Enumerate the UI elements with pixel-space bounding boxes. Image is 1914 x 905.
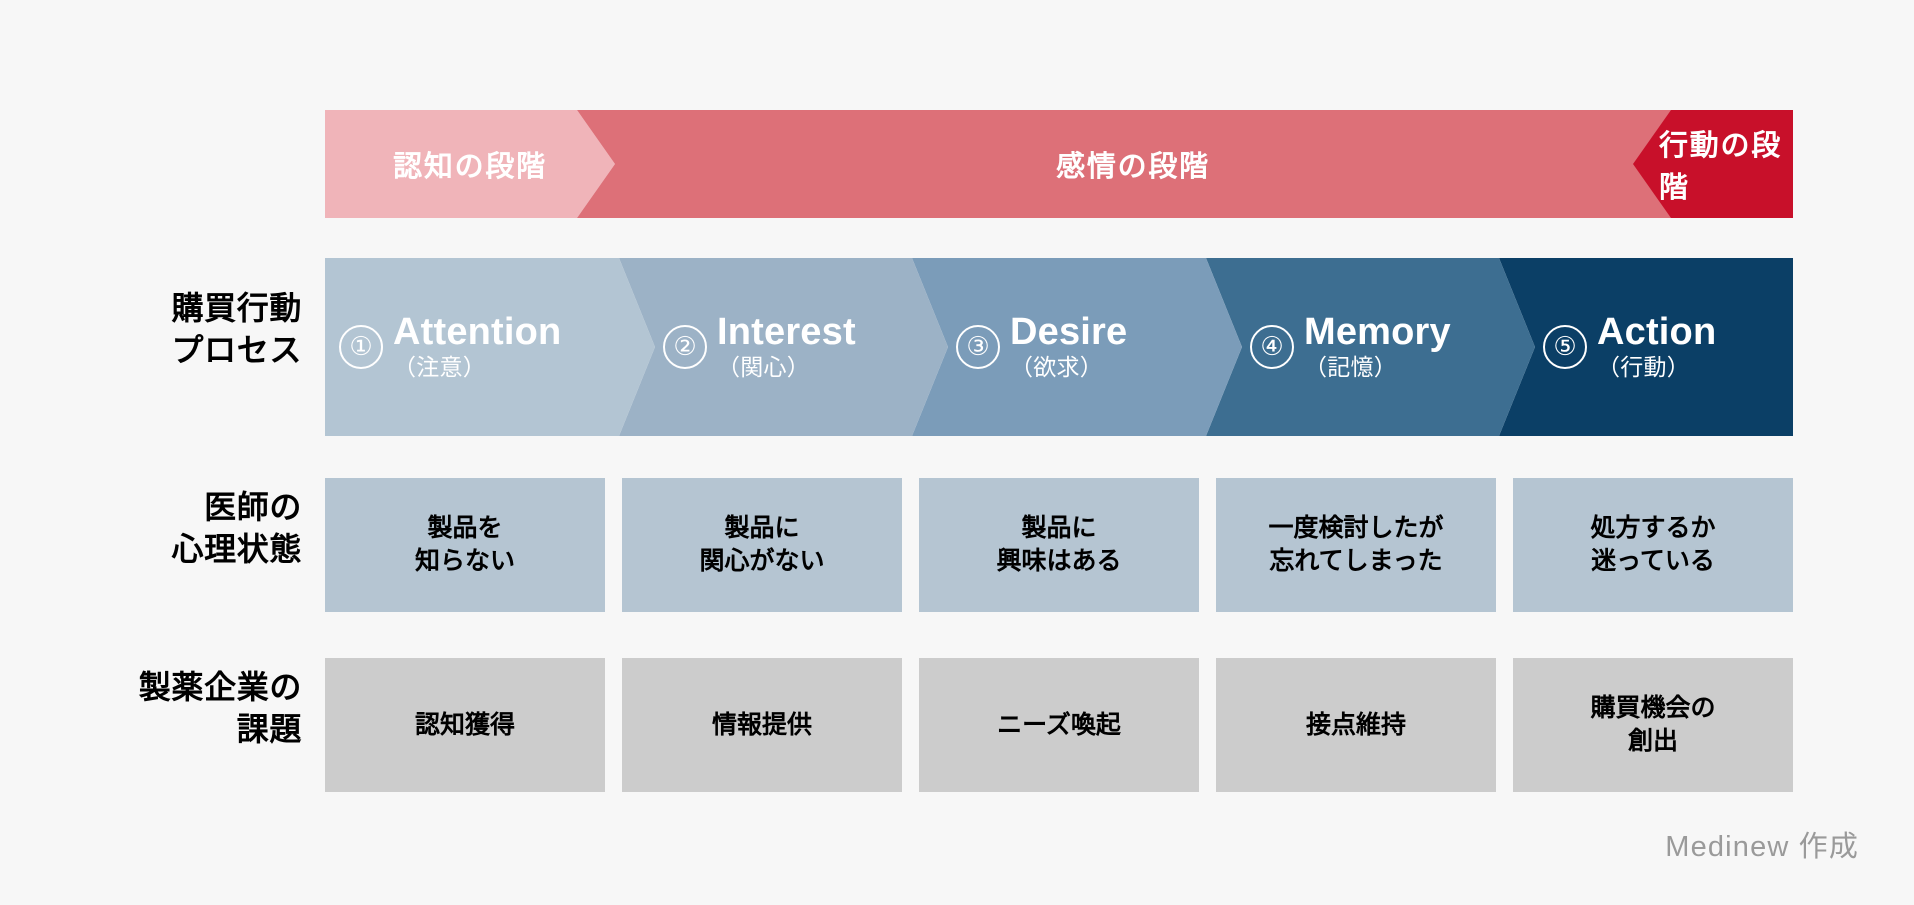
aidma-step-ja-5: （行動）	[1597, 354, 1690, 381]
aidma-step-interest[interactable]: ② Interest （関心）	[619, 258, 948, 436]
aidma-step-ja-4: （記憶）	[1304, 354, 1397, 381]
row-label-doctor-psychological-state: 医師の 心理状態	[171, 489, 302, 567]
row-label-pharma-company-challenge: 製薬企業の 課題	[138, 669, 302, 747]
psychological-state-box-3: 製品に 興味はある	[919, 478, 1199, 612]
aidma-step-action[interactable]: ⑤ Action （行動）	[1499, 258, 1793, 436]
psychological-state-box-4: 一度検討したが 忘れてしまった	[1216, 478, 1496, 612]
aidma-step-memory[interactable]: ④ Memory （記憶）	[1206, 258, 1535, 436]
aidma-step-number-3: ③	[956, 325, 1000, 369]
stage-band-cell-action	[1633, 110, 1793, 218]
stage-band-label-action: 行動の段階	[1659, 130, 1782, 204]
pharma-company-challenge-row: 認知獲得 情報提供 ニーズ喚起 接点維持 購買機会の 創出	[325, 658, 1793, 792]
aidma-step-ja-1: （注意）	[393, 354, 486, 381]
purchase-stage-band: 認知の段階 感情の段階 行動の段階	[325, 110, 1793, 218]
aidma-step-en-1: Attention	[393, 311, 562, 354]
company-challenge-box-4: 接点維持	[1216, 658, 1496, 792]
aidma-step-number-1: ①	[339, 325, 383, 369]
doctor-psychological-state-row: 製品を 知らない 製品に 関心がない 製品に 興味はある 一度検討したが 忘れて…	[325, 478, 1793, 612]
aidma-step-number-4: ④	[1250, 325, 1294, 369]
aidma-chevron-row: ① Attention （注意） ② Interest （関心） ③ Desir…	[325, 258, 1793, 436]
company-challenge-box-2: 情報提供	[622, 658, 902, 792]
stage-band-label-emotion: 感情の段階	[1056, 151, 1210, 183]
aidma-step-number-2: ②	[663, 325, 707, 369]
row-label-purchase-behavior-process: 購買行動 プロセス	[171, 290, 302, 368]
stage-band-cell-emotion: 感情の段階	[577, 110, 1709, 218]
company-challenge-box-1: 認知獲得	[325, 658, 605, 792]
aidma-step-en-5: Action	[1597, 311, 1717, 354]
footer-credit: Medinew 作成	[1665, 831, 1859, 863]
psychological-state-box-1: 製品を 知らない	[325, 478, 605, 612]
aidma-step-ja-3: （欲求）	[1010, 354, 1103, 381]
aidma-step-number-5: ⑤	[1543, 325, 1587, 369]
aidma-step-ja-2: （関心）	[717, 354, 810, 381]
company-challenge-box-5: 購買機会の 創出	[1513, 658, 1793, 792]
aidma-step-desire[interactable]: ③ Desire （欲求）	[912, 258, 1242, 436]
psychological-state-box-2: 製品に 関心がない	[622, 478, 902, 612]
stage-band-label-cognition: 認知の段階	[393, 151, 547, 183]
stage-band-cell-cognition: 認知の段階	[325, 110, 615, 218]
aidma-step-en-3: Desire	[1010, 311, 1128, 354]
aidma-step-en-4: Memory	[1304, 311, 1451, 354]
aidma-step-en-2: Interest	[717, 311, 856, 354]
stage-band-label-action-wrap: 行動の段階	[1633, 110, 1793, 218]
aidma-step-attention[interactable]: ① Attention （注意）	[325, 258, 655, 436]
company-challenge-box-3: ニーズ喚起	[919, 658, 1199, 792]
psychological-state-box-5: 処方するか 迷っている	[1513, 478, 1793, 612]
